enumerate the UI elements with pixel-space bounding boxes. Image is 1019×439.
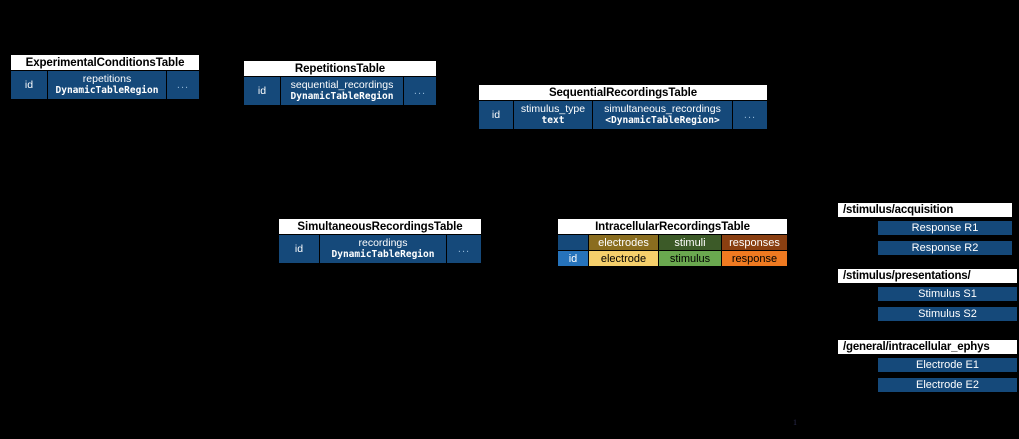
column-id[interactable]: id (11, 71, 47, 99)
intracellular-recordings-table-title: IntracellularRecordingsTable (557, 218, 788, 234)
simultaneous-recordings-table-body: id recordings DynamicTableRegion ... (278, 234, 482, 264)
sequential-recordings-table-body: id stimulus_type text simultaneous_recor… (478, 100, 768, 130)
category-responses[interactable]: responses (722, 235, 787, 250)
category-electrodes[interactable]: electrodes (589, 235, 658, 250)
column-id[interactable]: id (244, 77, 280, 105)
electrode-e2-item[interactable]: Electrode E2 (877, 377, 1018, 393)
repetitions-table: RepetitionsTable id sequential_recording… (243, 60, 437, 106)
response-r1-item[interactable]: Response R1 (877, 220, 1013, 236)
general-intracellular-ephys-group: /general/intracellular_ephys Electrode E… (837, 339, 1018, 393)
experimental-conditions-table-body: id repetitions DynamicTableRegion ... (10, 70, 200, 100)
column-id[interactable]: id (558, 251, 588, 266)
stimulus-presentations-group: /stimulus/presentations/ Stimulus S1 Sti… (837, 268, 1018, 322)
column-more[interactable]: ... (447, 235, 481, 263)
column-repetitions[interactable]: repetitions DynamicTableRegion (48, 71, 166, 99)
column-response[interactable]: response (722, 251, 787, 266)
simultaneous-recordings-table-title: SimultaneousRecordingsTable (278, 218, 482, 234)
column-id[interactable]: id (479, 101, 513, 129)
stimulus-s2-item[interactable]: Stimulus S2 (877, 306, 1018, 322)
intracellular-recordings-table-body: electrodes stimuli responses id electrod… (557, 234, 788, 267)
stimulus-s1-item[interactable]: Stimulus S1 (877, 286, 1018, 302)
intracellular-recordings-table: IntracellularRecordingsTable electrodes … (557, 218, 788, 267)
stimulus-acquisition-group: /stimulus/acquisition Response R1 Respon… (837, 202, 1013, 256)
page-number: 1 (793, 418, 797, 427)
column-id[interactable]: id (279, 235, 319, 263)
column-stimulus[interactable]: stimulus (659, 251, 721, 266)
response-r2-item[interactable]: Response R2 (877, 240, 1013, 256)
sequential-recordings-table: SequentialRecordingsTable id stimulus_ty… (478, 84, 768, 130)
electrode-e1-item[interactable]: Electrode E1 (877, 357, 1018, 373)
column-simultaneous-recordings[interactable]: simultaneous_recordings <DynamicTableReg… (593, 101, 732, 129)
general-intracellular-ephys-group-header: /general/intracellular_ephys (837, 339, 1018, 355)
experimental-conditions-table-title: ExperimentalConditionsTable (10, 54, 200, 70)
category-id-spacer (558, 235, 588, 250)
category-stimuli[interactable]: stimuli (659, 235, 721, 250)
column-electrode[interactable]: electrode (589, 251, 658, 266)
column-recordings[interactable]: recordings DynamicTableRegion (320, 235, 446, 263)
sequential-recordings-table-title: SequentialRecordingsTable (478, 84, 768, 100)
column-sequential-recordings[interactable]: sequential_recordings DynamicTableRegion (281, 77, 403, 105)
category-row: electrodes stimuli responses (558, 235, 787, 250)
simultaneous-recordings-table: SimultaneousRecordingsTable id recording… (278, 218, 482, 264)
repetitions-table-body: id sequential_recordings DynamicTableReg… (243, 76, 437, 106)
stimulus-acquisition-group-header: /stimulus/acquisition (837, 202, 1013, 218)
column-row: id electrode stimulus response (558, 251, 787, 266)
column-more[interactable]: ... (167, 71, 199, 99)
column-more[interactable]: ... (733, 101, 767, 129)
repetitions-table-title: RepetitionsTable (243, 60, 437, 76)
experimental-conditions-table: ExperimentalConditionsTable id repetitio… (10, 54, 200, 100)
column-more[interactable]: ... (404, 77, 436, 105)
stimulus-presentations-group-header: /stimulus/presentations/ (837, 268, 1018, 284)
column-stimulus-type[interactable]: stimulus_type text (514, 101, 592, 129)
